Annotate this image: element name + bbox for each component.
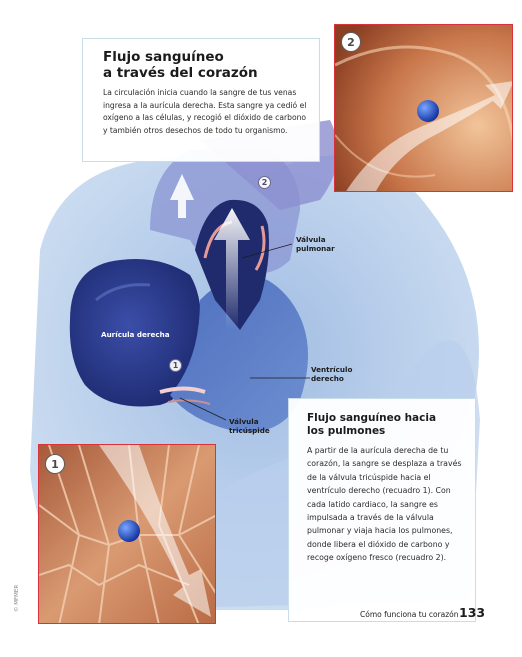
- label-right-ventricle-line1: Ventrículo: [311, 365, 353, 374]
- inset-1-number-badge: 1: [45, 454, 65, 474]
- inset-pulmonary-valve: 2: [334, 24, 513, 192]
- label-right-ventricle: Ventrículo derecho: [311, 365, 352, 383]
- inset-1-number: 1: [51, 457, 59, 471]
- running-footer: Cómo funciona tu corazón: [360, 610, 459, 619]
- page-number: 133: [459, 605, 486, 620]
- label-pulmonary-valve: Válvula pulmonar: [296, 235, 335, 253]
- callout-1-title: Flujo sanguíneo a través del corazón: [103, 49, 307, 81]
- callout-blood-flow-through-heart: Flujo sanguíneo a través del corazón La …: [82, 38, 320, 162]
- marker-2: 2: [258, 176, 271, 189]
- label-tricuspid-valve-line1: Válvula: [229, 417, 259, 426]
- marker-2-number: 2: [261, 178, 268, 187]
- callout-2-title-line2: los pulmones: [307, 425, 386, 437]
- label-right-ventricle-line2: derecho: [311, 374, 344, 383]
- inset-2-illustration: [335, 25, 512, 191]
- inset-2-number-badge: 2: [341, 32, 361, 52]
- copyright-notice: © MFMER: [14, 584, 20, 612]
- callout-2-body: A partir de la aurícula derecha de tu co…: [307, 446, 462, 563]
- inset-2-number: 2: [347, 35, 355, 49]
- label-tricuspid-valve: Válvula tricúspide: [229, 417, 270, 435]
- callout-2-title: Flujo sanguíneo hacia los pulmones: [307, 412, 465, 438]
- callout-blood-flow-to-lungs: Flujo sanguíneo hacia los pulmones A par…: [288, 398, 476, 622]
- callout-1-body: La circulación inicia cuando la sangre d…: [103, 88, 307, 135]
- label-tricuspid-valve-line2: tricúspide: [229, 426, 270, 435]
- label-right-atrium: Aurícula derecha: [101, 330, 170, 339]
- label-pulmonary-valve-line1: Válvula: [296, 235, 326, 244]
- callout-1-title-line2: a través del corazón: [103, 65, 258, 81]
- label-pulmonary-valve-line2: pulmonar: [296, 244, 335, 253]
- inset-tricuspid-valve: 1: [38, 444, 216, 624]
- marker-1: 1: [169, 359, 182, 372]
- inset-1-illustration: [39, 445, 215, 623]
- marker-1-number: 1: [172, 361, 179, 370]
- callout-2-title-line1: Flujo sanguíneo hacia: [307, 412, 437, 424]
- callout-1-title-line1: Flujo sanguíneo: [103, 49, 224, 65]
